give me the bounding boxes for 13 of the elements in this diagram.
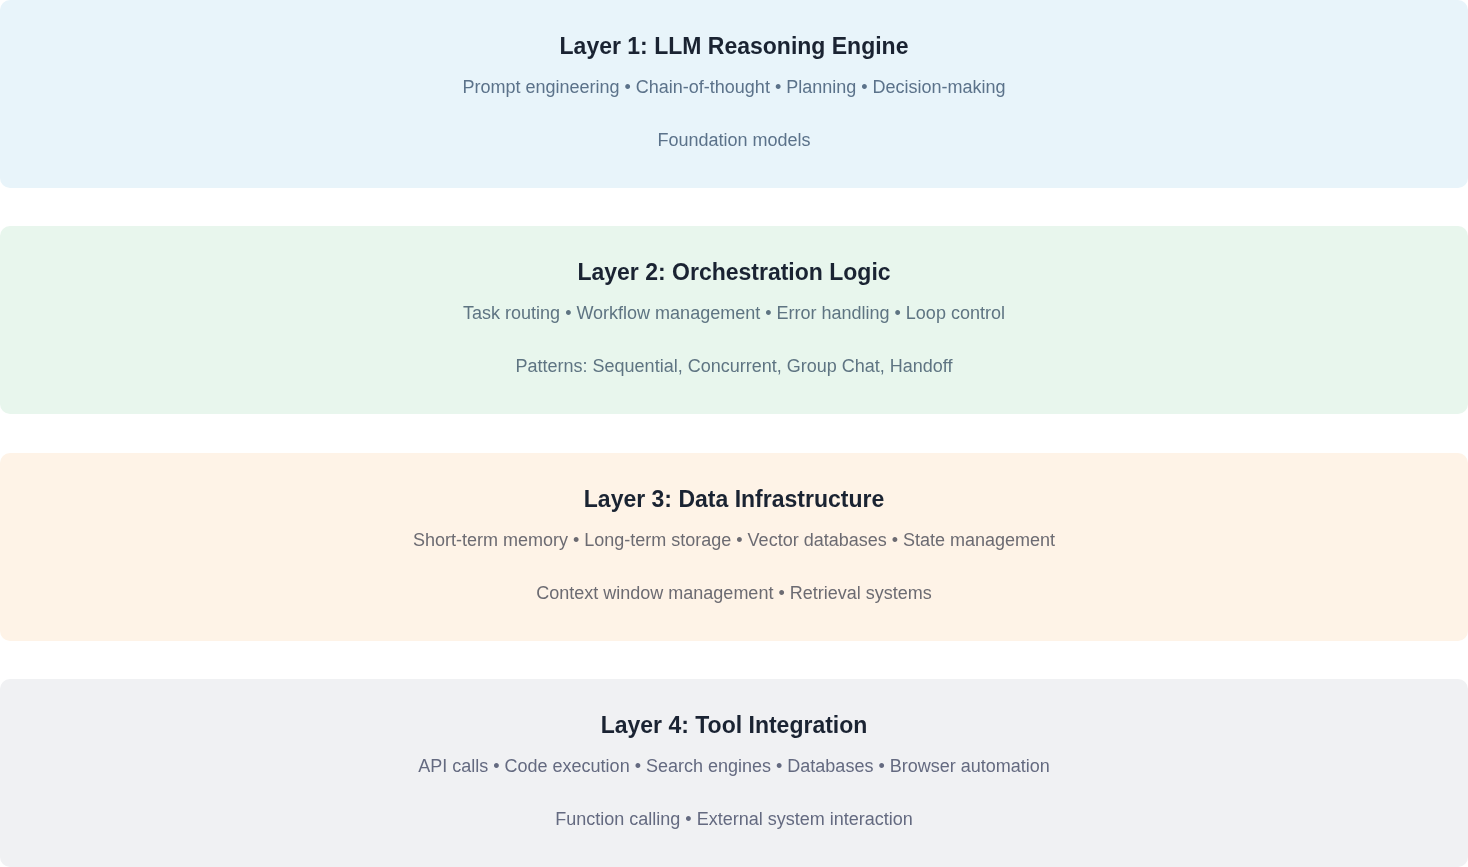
- feature-list: Prompt engineering • Chain-of-thought • Planning • Decision-making: [462, 76, 1006, 98]
- layer-title: Layer 4: Tool Integration: [600, 711, 868, 739]
- feature-note: Context window management • Retrieval systems: [536, 582, 932, 604]
- layer-title: Layer 2: Orchestration Logic: [577, 258, 891, 286]
- feature-list: API calls • Code execution • Search engines • Databases • Browser automation: [418, 755, 1050, 777]
- feature-note: Function calling • External system interaction: [555, 808, 913, 830]
- feature-note: Foundation models: [657, 129, 811, 151]
- feature-list: Task routing • Workflow management • Error handling • Loop control: [463, 302, 1005, 324]
- feature-note: Patterns: Sequential, Concurrent, Group Chat, Handoff: [515, 355, 953, 377]
- layer-band: [0, 453, 1468, 641]
- layer-title: Layer 3: Data Infrastructure: [583, 485, 885, 513]
- layer-title: Layer 1: LLM Reasoning Engine: [559, 32, 909, 60]
- feature-list: Short-term memory • Long-term storage • Vector databases • State management: [412, 529, 1056, 551]
